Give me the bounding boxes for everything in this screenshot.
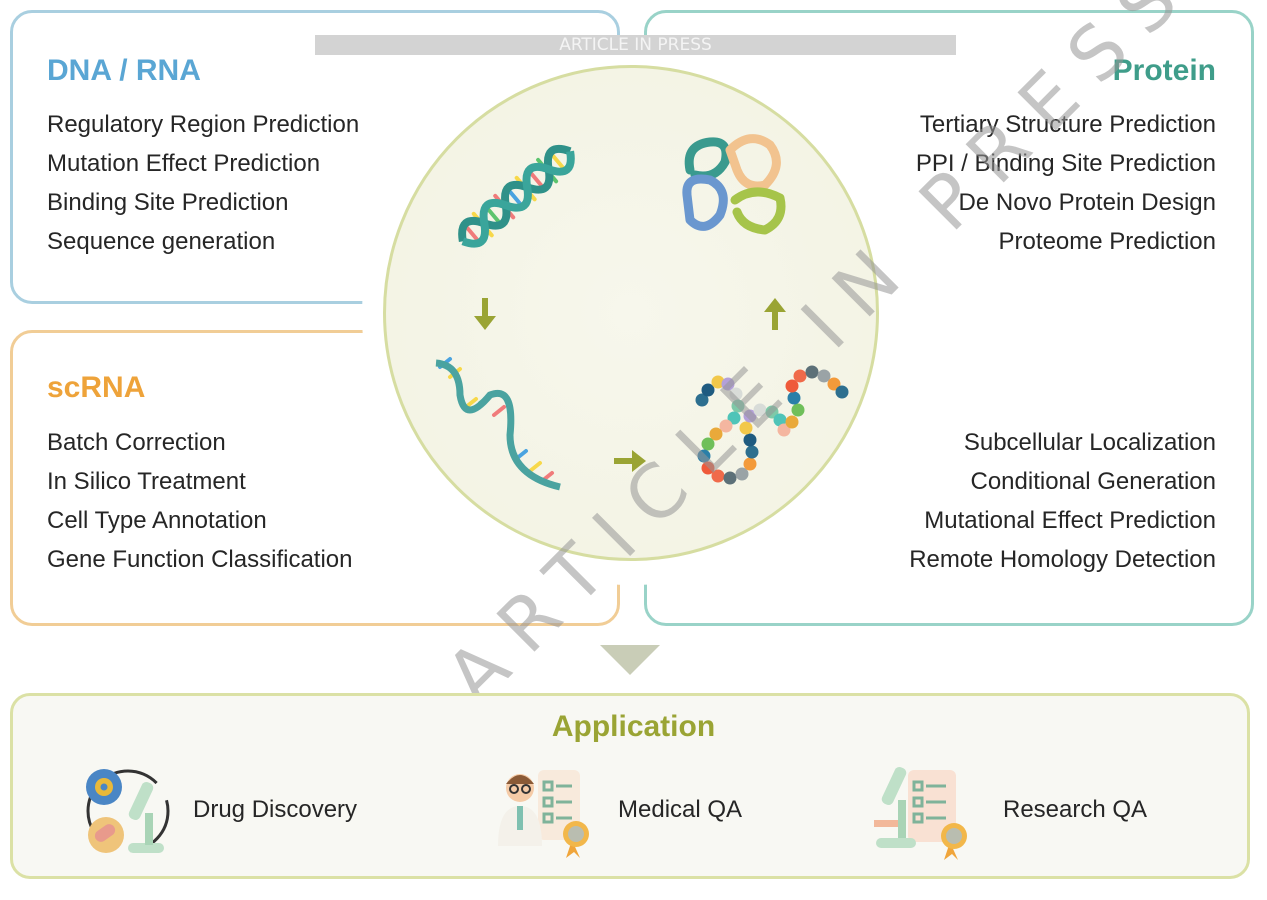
amino-acid-bead <box>743 433 757 447</box>
amino-acid-bead <box>731 399 745 413</box>
arrow-right-icon <box>614 450 646 472</box>
amino-acid-bead <box>827 377 841 391</box>
amino-acid-bead <box>793 369 807 383</box>
task-item: De Novo Protein Design <box>958 189 1216 216</box>
arrow-up-icon <box>764 298 786 330</box>
amino-acid-bead <box>695 393 709 407</box>
protein-structure-icon <box>682 134 786 235</box>
protein-title: Protein <box>1112 54 1216 87</box>
task-item: In Silico Treatment <box>47 468 246 495</box>
amino-acid-bead <box>787 391 801 405</box>
amino-acid-bead <box>701 461 715 475</box>
task-item: Gene Function Classification <box>47 546 353 573</box>
flow-down-triangle-icon <box>600 645 660 675</box>
amino-acid-bead <box>719 419 733 433</box>
dna-rna-task-list: Regulatory Region Prediction Mutation Ef… <box>47 105 359 261</box>
molecule-cycle-circle <box>383 65 879 561</box>
amino-acid-bead <box>697 449 711 463</box>
amino-acid-bead <box>739 421 753 435</box>
task-item: Mutation Effect Prediction <box>47 150 321 177</box>
task-item: Binding Site Prediction <box>47 189 289 216</box>
amino-acid-bead <box>805 365 819 379</box>
doctor-icon <box>498 770 589 858</box>
task-item: Subcellular Localization <box>963 429 1216 456</box>
application-item-drug-discovery: Drug Discovery <box>80 760 357 860</box>
dna-double-helix-icon <box>458 144 575 248</box>
amino-acid-bead <box>743 409 757 423</box>
application-label: Research QA <box>1003 796 1148 823</box>
amino-acid-bead <box>723 471 737 485</box>
microscope-checklist-icon <box>874 766 967 860</box>
amino-acid-bead <box>817 369 831 383</box>
application-label: Drug Discovery <box>193 796 358 823</box>
task-item: Sequence generation <box>47 228 276 255</box>
amino-acid-bead <box>721 377 735 391</box>
arrow-down-icon <box>474 298 496 330</box>
scrna-task-list: Batch Correction In Silico Treatment Cel… <box>47 423 352 579</box>
amino-acid-bead <box>777 423 791 437</box>
amino-acid-bead <box>735 467 749 481</box>
application-title: Application <box>551 710 716 743</box>
amino-acid-bead <box>743 457 757 471</box>
amino-acid-chain-icon <box>695 365 849 485</box>
amino-acid-bead <box>709 427 723 441</box>
protein-task-list-bottom: Subcellular Localization Conditional Gen… <box>909 423 1216 579</box>
task-item: Tertiary Structure Prediction <box>919 111 1216 138</box>
application-label: Medical QA <box>618 796 743 823</box>
task-item: Batch Correction <box>47 429 226 456</box>
rna-strand-icon <box>435 357 561 491</box>
amino-acid-bead <box>765 405 779 419</box>
application-panel <box>10 693 1250 879</box>
dna-rna-title: DNA / RNA <box>47 54 201 87</box>
task-item: Cell Type Annotation <box>47 507 267 534</box>
application-item-medical-qa: Medical QA <box>490 760 742 860</box>
amino-acid-bead <box>785 415 799 429</box>
drug-discovery-icon <box>86 768 170 853</box>
amino-acid-bead <box>785 379 799 393</box>
article-in-press-banner: ARTICLE IN PRESS <box>315 35 956 55</box>
amino-acid-bead <box>711 375 725 389</box>
amino-acid-bead <box>835 385 849 399</box>
amino-acid-bead <box>729 387 743 401</box>
amino-acid-bead <box>701 437 715 451</box>
amino-acid-bead <box>701 383 715 397</box>
amino-acid-bead <box>711 469 725 483</box>
application-item-research-qa: Research QA <box>870 760 1147 860</box>
amino-acid-bead <box>727 411 741 425</box>
task-item: Regulatory Region Prediction <box>47 111 360 138</box>
amino-acid-bead <box>745 445 759 459</box>
amino-acid-bead <box>753 403 767 417</box>
task-item: Remote Homology Detection <box>909 546 1216 573</box>
task-item: Mutational Effect Prediction <box>924 507 1216 534</box>
amino-acid-bead <box>791 403 805 417</box>
task-item: Proteome Prediction <box>998 228 1216 255</box>
protein-task-list-top: Tertiary Structure Prediction PPI / Bind… <box>916 105 1216 261</box>
task-item: PPI / Binding Site Prediction <box>915 150 1216 177</box>
amino-acid-bead <box>773 413 787 427</box>
scrna-title: scRNA <box>47 371 146 404</box>
task-item: Conditional Generation <box>970 468 1217 495</box>
